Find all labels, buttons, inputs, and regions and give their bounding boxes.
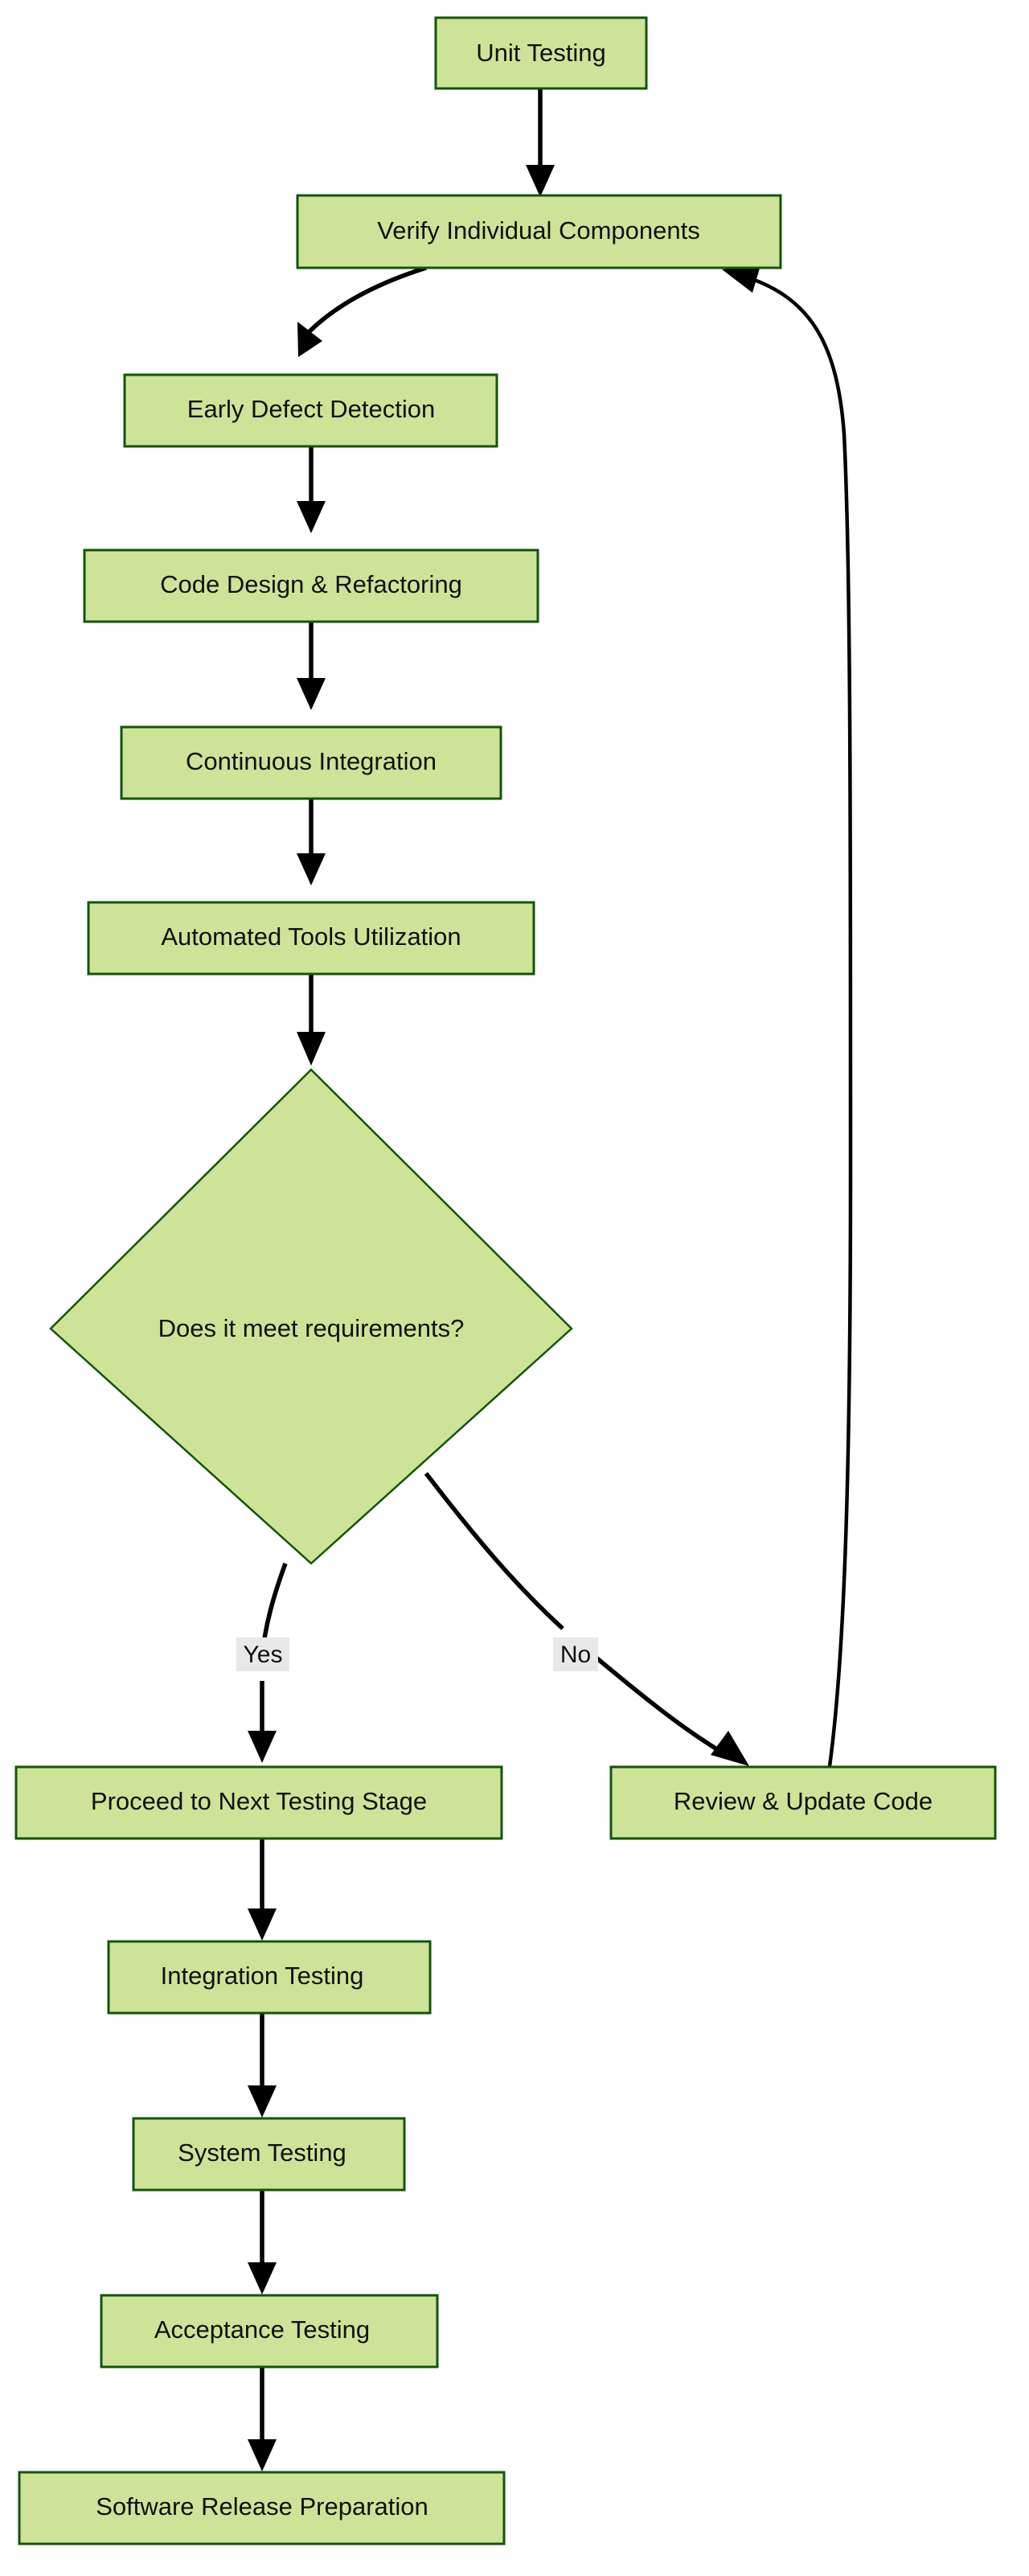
edge-code-design-to-continuous-integration	[297, 622, 326, 710]
node-decision[interactable]: Does it meet requirements?	[49, 1068, 573, 1565]
node-unit-testing-label: Unit Testing	[476, 39, 605, 67]
node-integration-testing[interactable]: Integration Testing	[107, 1940, 432, 2015]
edge-automated-tools-to-decision	[297, 974, 326, 1066]
edge-early-defect-to-code-design	[297, 446, 326, 533]
node-code-design[interactable]: Code Design & Refactoring	[83, 548, 539, 623]
node-system-testing-label: System Testing	[178, 2138, 346, 2167]
edge-layer	[248, 88, 853, 2471]
node-proceed-next[interactable]: Proceed to Next Testing Stage	[14, 1765, 503, 1840]
node-verify-components[interactable]: Verify Individual Components	[296, 194, 782, 269]
node-review-update-label: Review & Update Code	[674, 1787, 933, 1815]
edge-continuous-integration-to-automated-tools	[297, 799, 326, 885]
node-acceptance-testing[interactable]: Acceptance Testing	[100, 2294, 439, 2369]
node-software-release[interactable]: Software Release Preparation	[18, 2471, 506, 2545]
edge-system-testing-to-acceptance-testing	[248, 2189, 277, 2295]
edge-proceed-next-to-integration-testing	[248, 1836, 277, 1941]
node-verify-components-label: Verify Individual Components	[377, 216, 700, 244]
node-decision-label: Does it meet requirements?	[158, 1314, 465, 1342]
edge-unit-testing-to-verify-components	[526, 88, 555, 197]
edge-label-layer: Yes No	[236, 1637, 598, 1671]
edge-label-yes: Yes	[236, 1637, 289, 1671]
node-review-update[interactable]: Review & Update Code	[609, 1765, 997, 1840]
edge-integration-testing-to-system-testing	[248, 2012, 277, 2118]
node-integration-testing-label: Integration Testing	[161, 1962, 364, 1990]
edge-verify-components-to-early-defect	[297, 265, 427, 357]
node-continuous-integration-label: Continuous Integration	[186, 747, 437, 775]
node-automated-tools[interactable]: Automated Tools Utilization	[87, 901, 535, 976]
edge-label-no: No	[553, 1637, 598, 1671]
node-early-defect-label: Early Defect Detection	[187, 395, 435, 423]
node-code-design-label: Code Design & Refactoring	[160, 570, 462, 598]
edge-label-yes-text: Yes	[244, 1641, 283, 1668]
node-early-defect[interactable]: Early Defect Detection	[123, 373, 498, 448]
node-proceed-next-label: Proceed to Next Testing Stage	[91, 1787, 427, 1815]
edge-acceptance-testing-to-software-release	[248, 2366, 277, 2471]
edge-label-no-text: No	[560, 1641, 591, 1668]
node-layer: Unit Testing Verify Individual Component…	[14, 16, 997, 2545]
node-acceptance-testing-label: Acceptance Testing	[154, 2315, 370, 2344]
node-unit-testing[interactable]: Unit Testing	[434, 16, 648, 90]
node-automated-tools-label: Automated Tools Utilization	[161, 922, 461, 951]
node-system-testing[interactable]: System Testing	[132, 2117, 406, 2192]
node-software-release-label: Software Release Preparation	[96, 2492, 428, 2521]
node-continuous-integration[interactable]: Continuous Integration	[120, 725, 502, 800]
edge-review-update-to-verify-components	[722, 265, 853, 1767]
edge-decision-to-review-update	[424, 1472, 749, 1766]
